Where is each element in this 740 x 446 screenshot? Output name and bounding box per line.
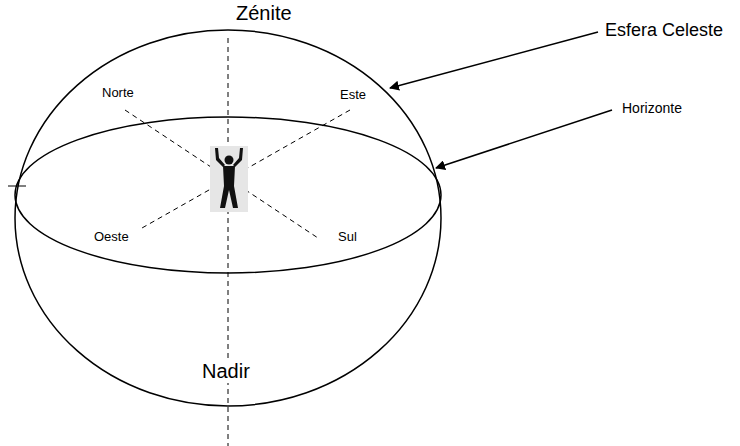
cardinal-label: Sul: [336, 230, 359, 245]
observer-figure: [210, 146, 248, 212]
nadir-label: Nadir: [200, 360, 252, 383]
zenith-nadir-axis: [228, 38, 229, 446]
zenith-label: Zénite: [234, 2, 294, 25]
sphere-label: Esfera Celeste: [603, 20, 725, 41]
cardinal-label: Oeste: [92, 230, 131, 245]
horizon-label: Horizonte: [620, 100, 684, 116]
north-south-line: [125, 110, 318, 238]
horizon-tick: [8, 186, 26, 187]
cardinal-label: Este: [338, 88, 368, 103]
sphere-leader-arrow: [390, 32, 598, 88]
east-west-line: [142, 110, 350, 228]
horizon-leader-arrow: [436, 110, 612, 168]
cardinal-label: Norte: [100, 86, 136, 101]
